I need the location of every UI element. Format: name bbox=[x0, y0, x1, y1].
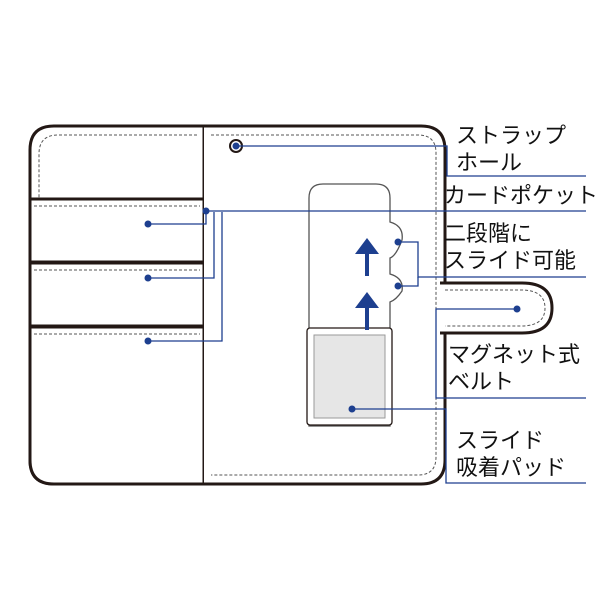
label-two-step-slide-line-1: 二段階に bbox=[444, 222, 533, 247]
card-pocket-2 bbox=[28, 261, 206, 328]
label-strap-hole-line-2: ホール bbox=[456, 151, 523, 176]
slide-adhesive-pad bbox=[306, 327, 393, 426]
label-slide-adhesive-pad-line-2: 吸着パッド bbox=[456, 456, 567, 481]
card-pocket-1 bbox=[28, 197, 206, 264]
label-slide-adhesive-pad-line-1: スライド bbox=[456, 429, 545, 454]
label-strap-hole-line-1: ストラップ bbox=[456, 124, 567, 149]
label-two-step-slide: 二段階に スライド可能 bbox=[444, 221, 576, 275]
label-magnetic-belt-line-1: マグネット式 bbox=[448, 343, 581, 368]
card-pocket-3 bbox=[28, 325, 206, 486]
label-magnetic-belt-line-2: ベルト bbox=[448, 370, 515, 395]
label-card-pocket: カードポケット bbox=[444, 183, 598, 210]
label-card-pocket-line-1: カードポケット bbox=[444, 184, 599, 209]
label-strap-hole: ストラップ ホール bbox=[456, 123, 566, 177]
slide-up-arrow-icon bbox=[355, 292, 379, 330]
label-two-step-slide-line-2: スライド可能 bbox=[444, 249, 577, 274]
label-slide-adhesive-pad: スライド 吸着パッド bbox=[456, 428, 566, 482]
callout-dots bbox=[144, 142, 521, 413]
label-magnetic-belt: マグネット式 ベルト bbox=[448, 342, 580, 396]
slide-up-arrow-icon bbox=[355, 238, 379, 276]
magnetic-belt bbox=[440, 281, 554, 335]
callout-lines bbox=[148, 145, 586, 484]
